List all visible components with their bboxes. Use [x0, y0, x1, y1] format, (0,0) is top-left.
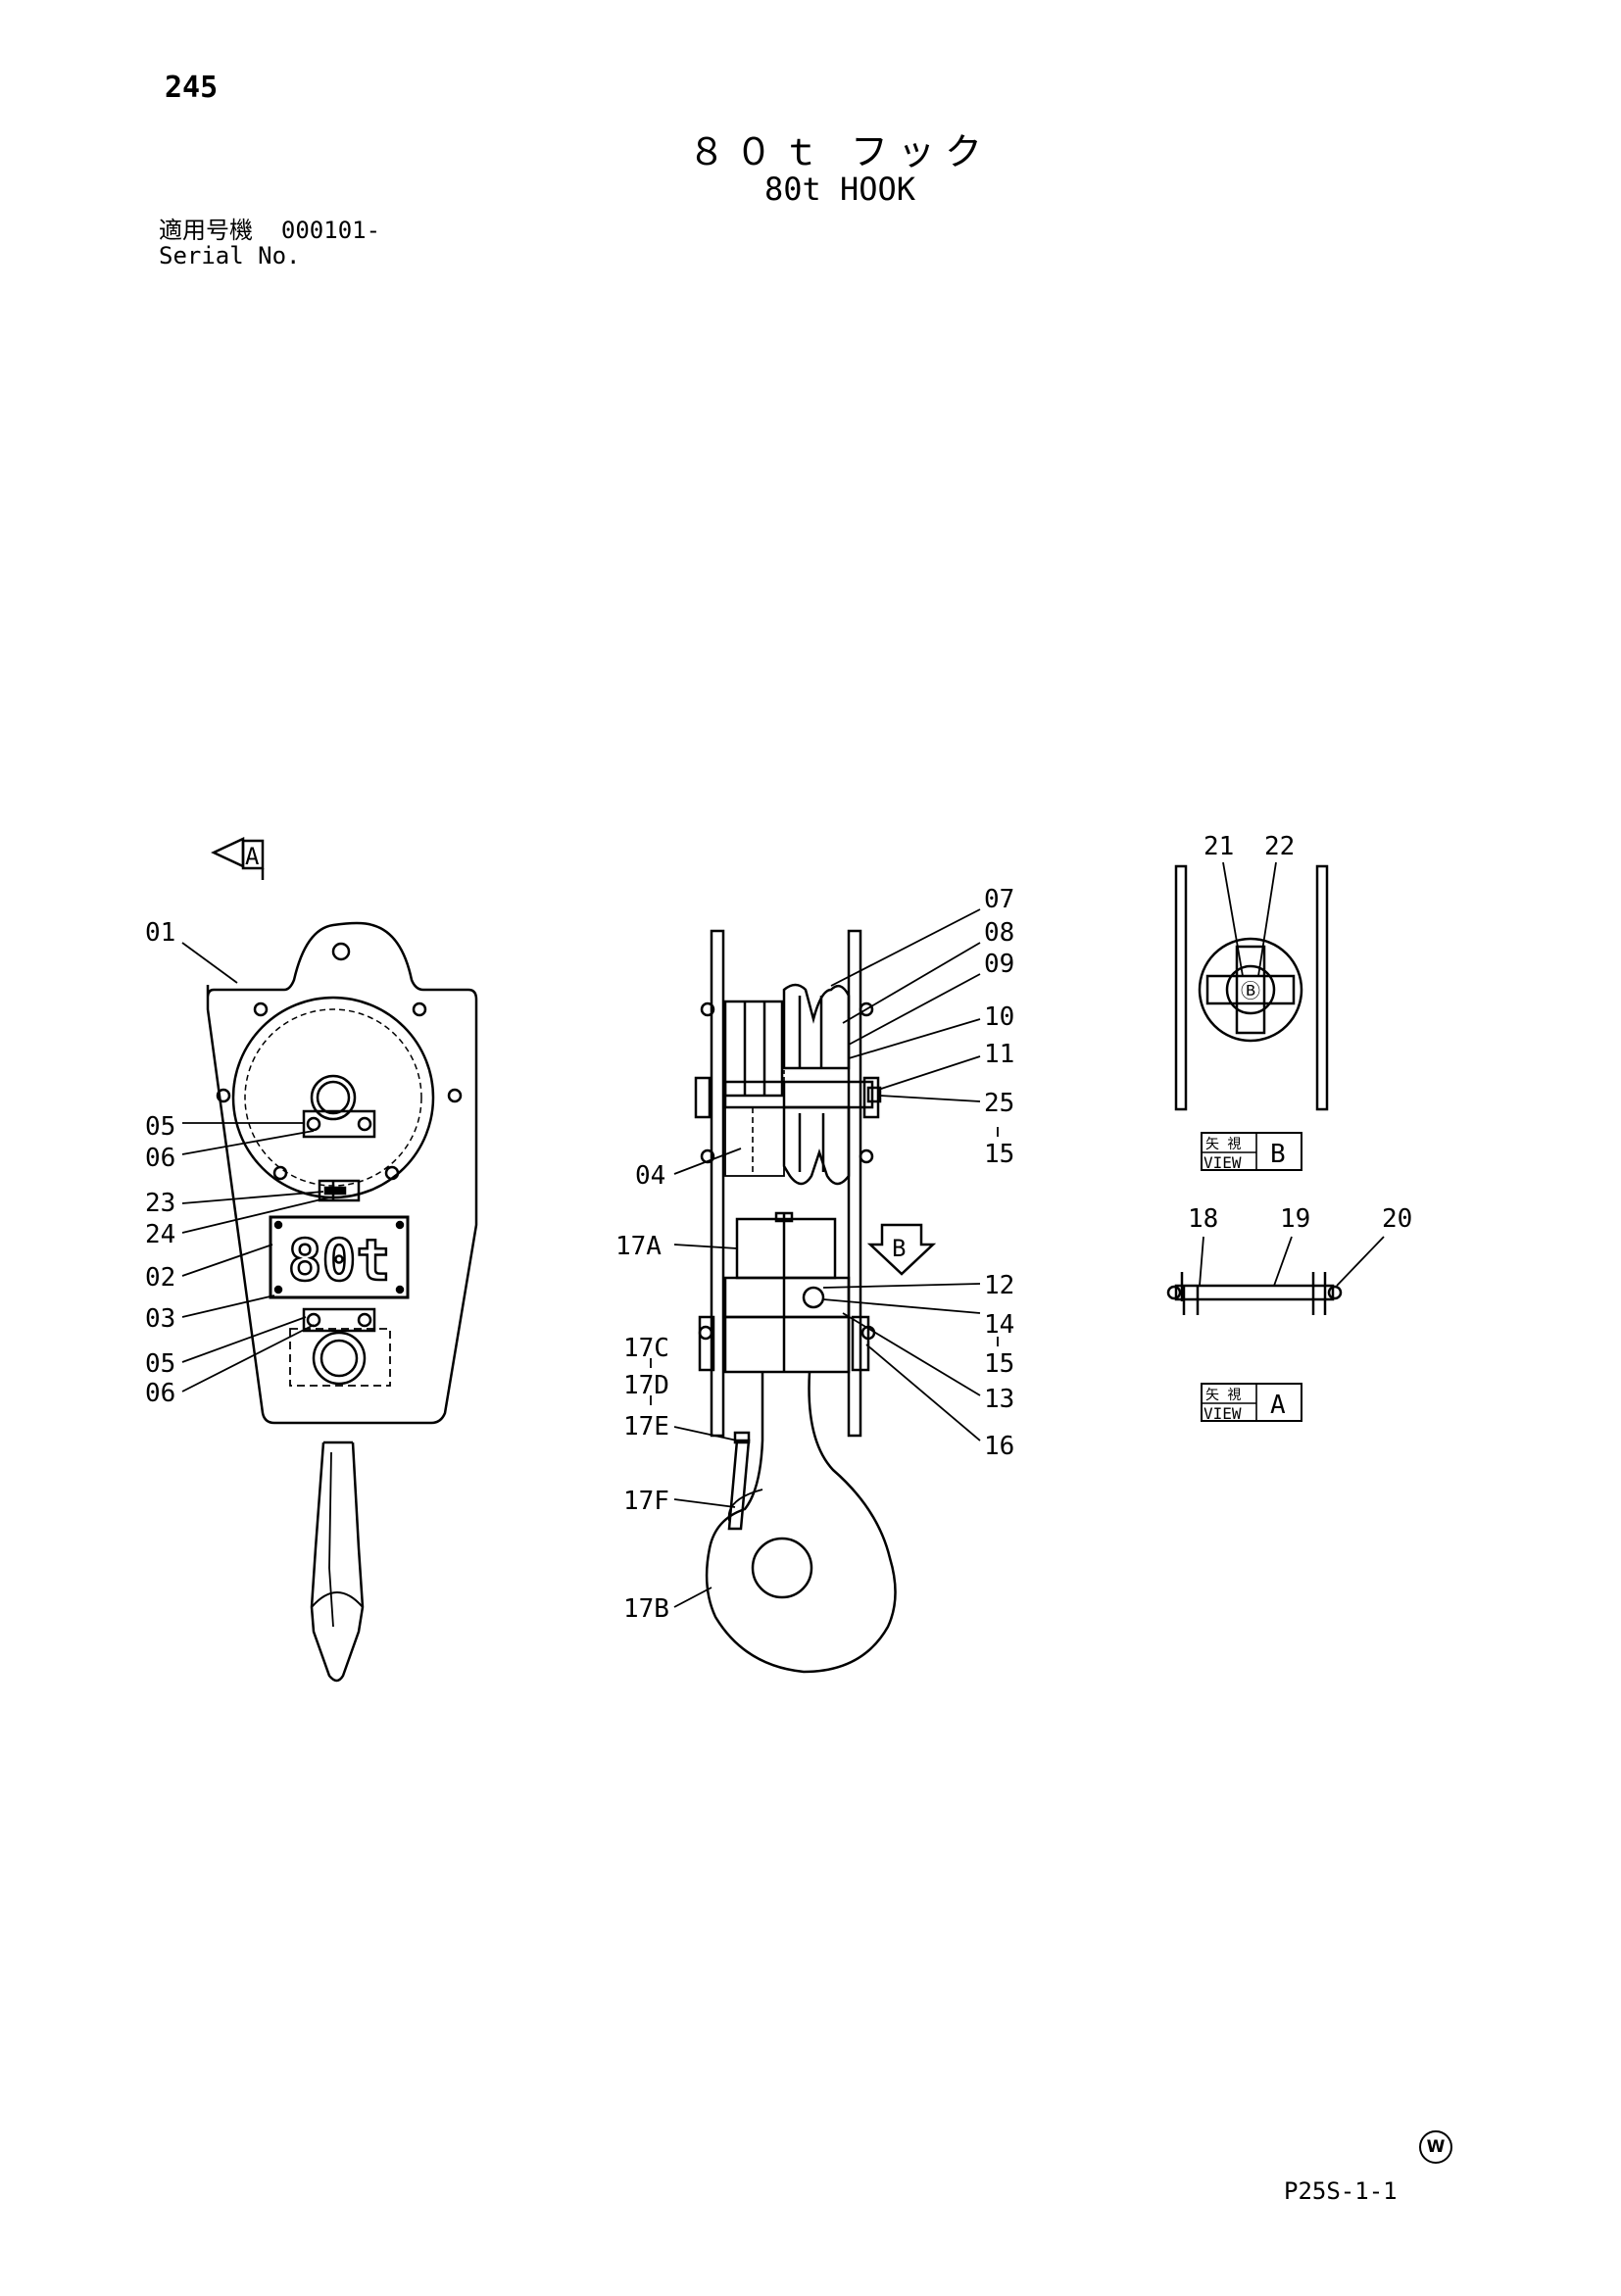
view-arrow-b: B: [866, 1223, 937, 1276]
callout-10: 10: [984, 1002, 1014, 1032]
front-view: A 80t: [181, 837, 478, 1683]
callout-25: 25: [984, 1089, 1014, 1118]
capacity-plate-text: 80t: [288, 1227, 391, 1294]
view-b: Ⓑ: [1174, 861, 1329, 1111]
callout-23: 23: [145, 1189, 175, 1218]
view-a-en: VIEW: [1203, 1404, 1242, 1423]
callout-17f: 17F: [623, 1487, 669, 1516]
callout-24: 24: [145, 1220, 175, 1249]
callout-17a: 17A: [615, 1232, 662, 1261]
callout-20: 20: [1382, 1204, 1412, 1234]
side-view: B: [650, 908, 999, 1674]
callout-13: 13: [984, 1385, 1014, 1414]
page-number: 245: [165, 71, 219, 105]
callout-16: 16: [984, 1432, 1014, 1461]
title-japanese: ８０ｔ フック: [687, 130, 993, 173]
callout-06b: 06: [145, 1379, 175, 1408]
callout-08: 08: [984, 918, 1014, 948]
callout-06: 06: [145, 1144, 175, 1173]
callout-09: 09: [984, 950, 1014, 979]
callout-17b: 17B: [623, 1594, 669, 1624]
callout-15b: 15: [984, 1349, 1014, 1379]
title-english: 80t HOOK: [763, 171, 916, 208]
capacity-plate: [269, 1215, 410, 1299]
callout-14: 14: [984, 1310, 1014, 1340]
callout-01: 01: [145, 918, 175, 948]
callout-17c: 17C: [623, 1334, 669, 1363]
figure-code: P25S-1-1: [1284, 2177, 1398, 2205]
view-b-label: 矢 視 VIEW B: [1201, 1132, 1302, 1172]
hook-body: [705, 1371, 897, 1674]
serial-block: 適用号機 000101- Serial No.: [159, 218, 380, 269]
serial-value: 000101-: [280, 217, 381, 244]
callout-04: 04: [635, 1161, 665, 1191]
view-a: [1166, 1236, 1385, 1315]
callout-21: 21: [1203, 832, 1234, 861]
callout-12: 12: [984, 1271, 1014, 1300]
view-arrow-a: A: [211, 837, 265, 880]
callout-05: 05: [145, 1112, 175, 1142]
view-a-jp: 矢 視: [1205, 1388, 1241, 1403]
view-b-en: VIEW: [1203, 1153, 1242, 1172]
callout-11: 11: [984, 1040, 1014, 1069]
serial-label-jp: 適用号機: [159, 217, 253, 244]
watermark-w: W: [1419, 2130, 1452, 2164]
block-outline: [206, 921, 478, 1425]
callout-05b: 05: [145, 1349, 175, 1379]
hook-shank-front: [310, 1441, 365, 1683]
callout-02: 02: [145, 1263, 175, 1293]
view-arrow-b-letter: B: [892, 1235, 906, 1262]
view-a-letter: A: [1270, 1391, 1286, 1420]
svg-text:Ⓑ: Ⓑ: [1241, 979, 1260, 1002]
view-arrow-a-letter: A: [245, 843, 260, 870]
view-b-jp: 矢 視: [1205, 1137, 1241, 1152]
callout-03: 03: [145, 1304, 175, 1334]
view-b-letter: B: [1270, 1140, 1286, 1169]
callout-15: 15: [984, 1140, 1014, 1169]
callout-07: 07: [984, 885, 1014, 914]
callout-17e: 17E: [623, 1412, 669, 1441]
view-a-label: 矢 視 VIEW A: [1201, 1383, 1302, 1423]
callout-19: 19: [1280, 1204, 1310, 1234]
callout-22: 22: [1264, 832, 1295, 861]
callout-17d: 17D: [623, 1371, 669, 1400]
serial-label-en: Serial No.: [159, 242, 301, 269]
callout-18: 18: [1188, 1204, 1218, 1234]
